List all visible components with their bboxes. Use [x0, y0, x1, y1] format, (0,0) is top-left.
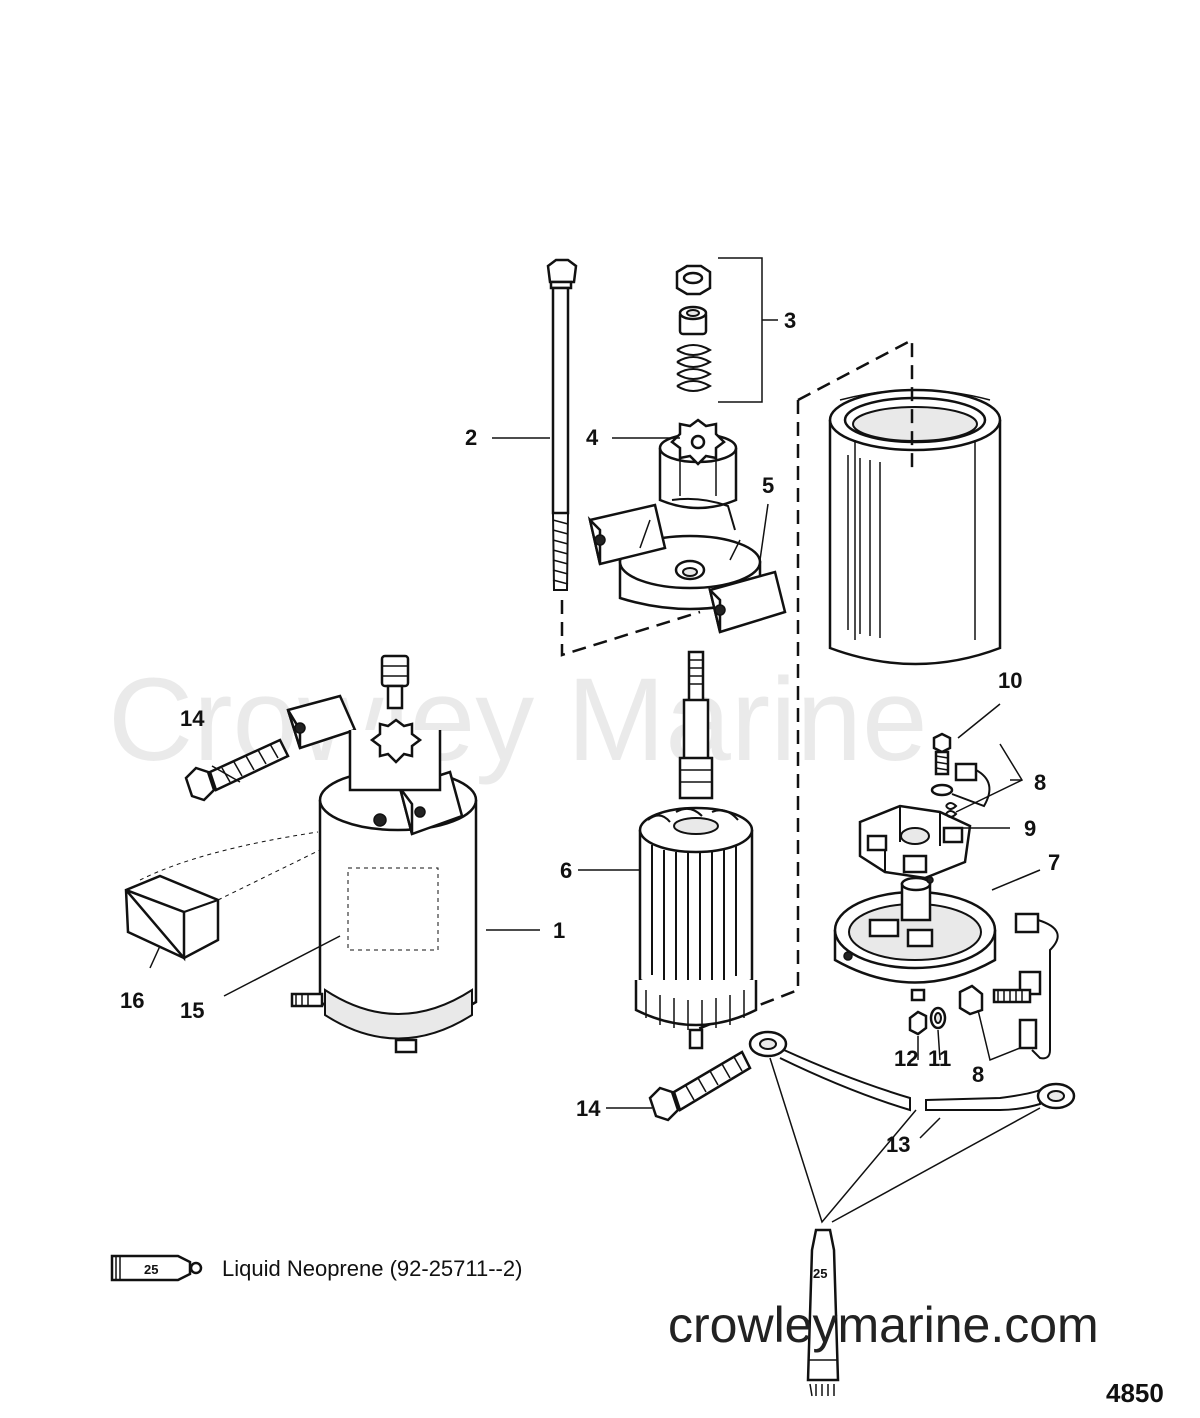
callout-1: 1 [553, 918, 565, 943]
callout-13: 13 [886, 1132, 910, 1157]
pinion-hardware-kit [675, 257, 778, 403]
callout-7: 7 [1048, 850, 1060, 875]
assembly-line-bolt [560, 600, 701, 657]
callout-15: 15 [180, 998, 204, 1023]
callout-10: 10 [998, 668, 1022, 693]
bolt-upper [184, 738, 290, 802]
commutator-end-cap [833, 876, 997, 1002]
callout-11: 11 [928, 1046, 951, 1071]
field-frame [828, 388, 1002, 666]
legend-text: Liquid Neoprene (92-25711--2) [222, 1256, 522, 1281]
terminal-cover [124, 831, 321, 962]
nut-and-washer [908, 1006, 947, 1061]
callout-12: 12 [894, 1046, 918, 1071]
callout-6: 6 [560, 858, 572, 883]
callout-9: 9 [1024, 816, 1036, 841]
drive-end-cap [587, 497, 787, 634]
legend: 25 Liquid Neoprene (92-25711--2) [110, 1254, 522, 1282]
callout-16: 16 [120, 988, 144, 1013]
callout-8-lower: 8 [972, 1062, 984, 1087]
starter-motor-assembly [286, 654, 478, 1054]
callout-14-lower: 14 [576, 1096, 601, 1121]
legend-tube-icon: 25 [110, 1254, 203, 1282]
callout-2: 2 [465, 425, 477, 450]
through-bolt [546, 258, 578, 591]
legend-tube-number: 25 [144, 1262, 158, 1277]
leader-lines [149, 437, 1041, 1224]
tube-number: 25 [813, 1266, 827, 1281]
brush-holder [858, 804, 972, 880]
diagram-code: 4850 [1106, 1378, 1164, 1408]
callout-5: 5 [762, 473, 774, 498]
drive-pinion [658, 418, 738, 510]
bolt-lower [648, 1050, 752, 1122]
brush-lead-lower [958, 912, 1059, 1060]
armature [634, 650, 758, 1050]
brush-spring-upper [930, 732, 991, 818]
neoprene-tube: 25 [806, 1228, 840, 1397]
callout-8-upper: 8 [1034, 770, 1046, 795]
callout-3: 3 [784, 308, 796, 333]
callout-4: 4 [586, 425, 599, 450]
callout-14-upper: 14 [180, 706, 205, 731]
site-url: crowleymarine.com [668, 1297, 1099, 1353]
ground-lead [748, 1030, 1076, 1112]
